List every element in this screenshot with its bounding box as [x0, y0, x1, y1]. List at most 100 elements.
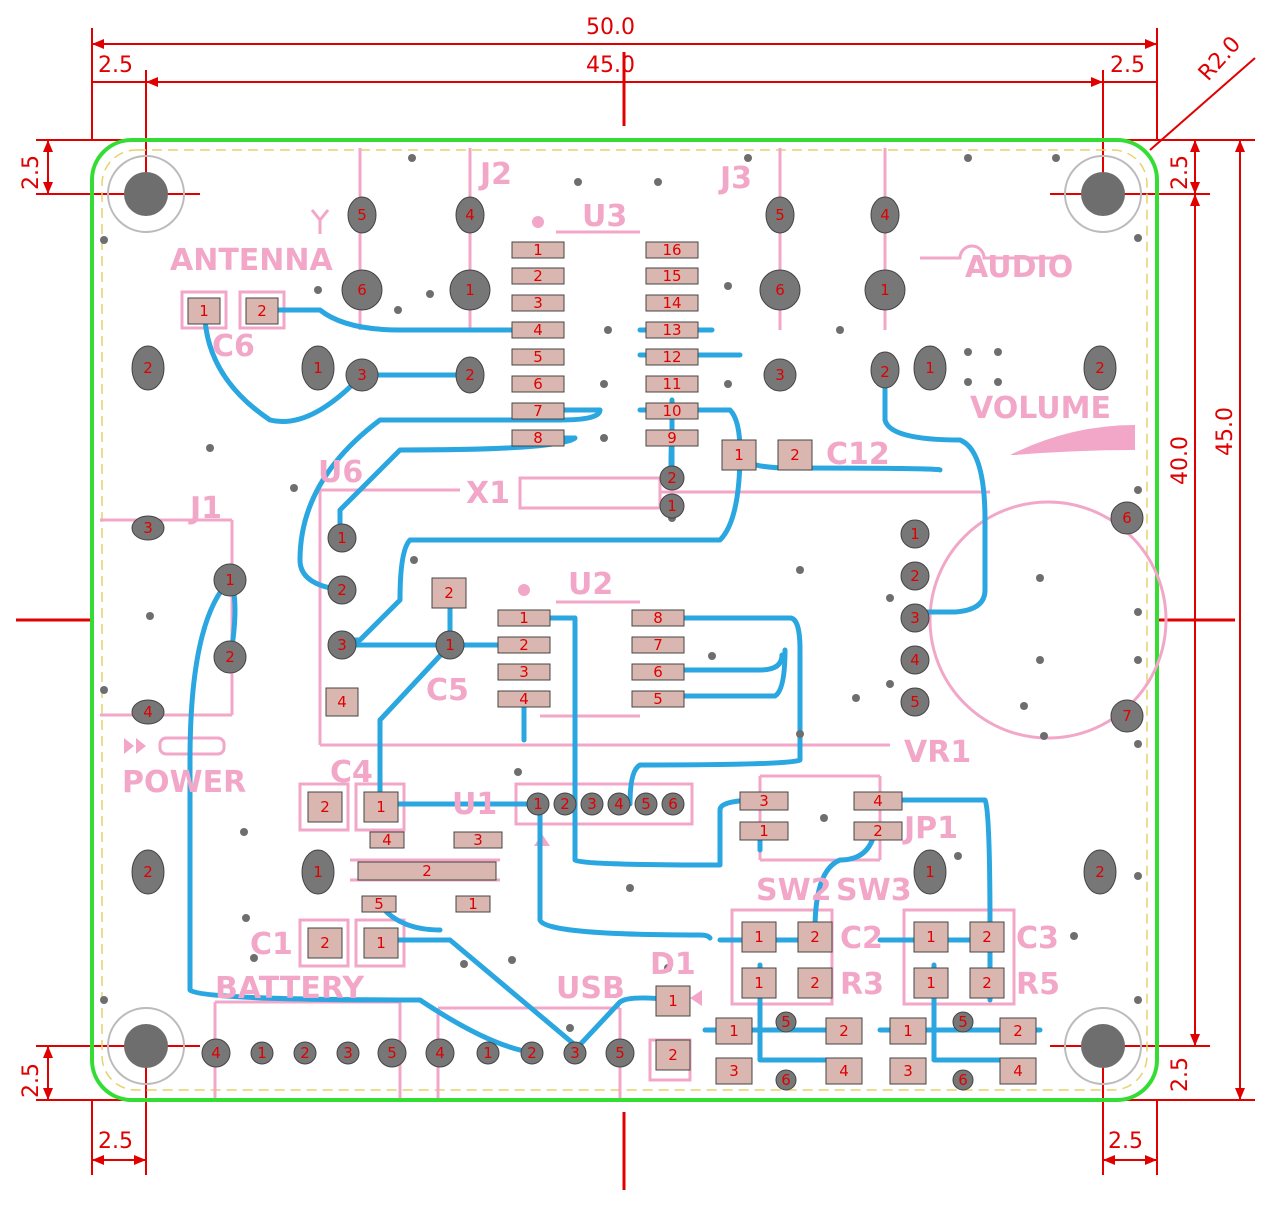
refdes-j1: J1: [188, 491, 222, 526]
vias: [100, 154, 1142, 1032]
u2-pin-5: 5: [653, 690, 663, 708]
sw3-pad-1: 1: [903, 1022, 913, 1040]
j2-pin-4: 4: [465, 206, 475, 224]
mounting-holes: [107, 155, 1142, 1085]
jp1-pin-1: 1: [759, 822, 769, 840]
j1-pin-2: 2: [225, 648, 235, 666]
label-battery: BATTERY: [215, 971, 365, 1006]
battery-pin-4: 4: [211, 1044, 221, 1062]
dim-inner-height: 40.0: [1168, 436, 1193, 485]
c6-pin-1: 1: [199, 302, 209, 320]
sw2-pad-4: 4: [839, 1062, 849, 1080]
p1-pin-2: 2: [560, 795, 570, 813]
sw2-pad-6: 6: [781, 1071, 791, 1089]
u2-pin-6: 6: [653, 663, 663, 681]
vr1-pin-7: 7: [1122, 707, 1132, 725]
d1-cathode-triangle: [690, 990, 702, 1006]
dim-corner-radius: R2.0: [1194, 32, 1246, 86]
refdes-sw3: SW3: [836, 873, 912, 908]
u6-pin-2: 2: [337, 581, 347, 599]
dim-bottom-left-x: 2.5: [98, 1129, 133, 1154]
r3-pin-1: 1: [754, 974, 764, 992]
dimension-lines: [16, 28, 1256, 1190]
u1-pin-2: 2: [422, 862, 432, 880]
j2-pin-5: 5: [357, 206, 367, 224]
board-outline: [90, 138, 1159, 1102]
u3-pin-1: 1: [533, 241, 543, 259]
vr1-pin-2: 2: [910, 567, 920, 585]
sw-right-bottom-pin-2: 2: [1095, 863, 1105, 881]
refdes-c3: C3: [1016, 921, 1059, 956]
dim-overall-height: 45.0: [1213, 407, 1238, 456]
r5-pin-1: 1: [926, 974, 936, 992]
c1-pin-1: 1: [376, 934, 386, 952]
u3-pin-11: 11: [662, 375, 681, 393]
usb-pin-2: 2: [527, 1044, 537, 1062]
p1-pin-6: 6: [668, 795, 678, 813]
c4-pin-2: 2: [320, 798, 330, 816]
u2-pin-3: 3: [519, 663, 529, 681]
sw2-pad-5: 5: [781, 1013, 791, 1031]
sw-left-top-pin-1: 1: [313, 359, 323, 377]
sw3-pad-2: 2: [1013, 1022, 1023, 1040]
dim-top-left-y: 2.5: [19, 155, 44, 190]
j1-pin-3: 3: [143, 519, 153, 537]
u2-pin-2: 2: [519, 636, 529, 654]
usb-pin-5: 5: [615, 1044, 625, 1062]
refdes-u3: U3: [582, 199, 627, 234]
label-power: POWER: [122, 765, 246, 800]
sw2-pad-2: 2: [839, 1022, 849, 1040]
u2-pin-7: 7: [653, 636, 663, 654]
u1-pin-1: 1: [468, 895, 478, 913]
j3-pin-4: 4: [880, 206, 890, 224]
u3-pin-12: 12: [662, 348, 681, 366]
battery-pin-2: 2: [300, 1044, 310, 1062]
refdes-sw2: SW2: [756, 873, 832, 908]
label-volume: VOLUME: [970, 391, 1111, 426]
sw3-pad-5: 5: [958, 1013, 968, 1031]
sw2-pad-1: 1: [729, 1022, 739, 1040]
p1-pin-1: 1: [533, 795, 543, 813]
p1-pin-3: 3: [587, 795, 597, 813]
u6-pin-1: 1: [337, 529, 347, 547]
sw-left-bottom-pin-2: 2: [143, 863, 153, 881]
j2-pin-2: 2: [465, 366, 475, 384]
u1-pin-5: 5: [374, 895, 384, 913]
d1-pin-2: 2: [668, 1046, 678, 1064]
sw-right-top-pin-2: 2: [1095, 359, 1105, 377]
usb-pin-4: 4: [435, 1044, 445, 1062]
u3-pin-16: 16: [662, 241, 681, 259]
u1-pin-3: 3: [473, 831, 483, 849]
u3-pin-5: 5: [533, 348, 543, 366]
u3-pin-14: 14: [662, 294, 681, 312]
battery-pin-1: 1: [257, 1044, 267, 1062]
refdes-d1: D1: [650, 947, 696, 982]
refdes-jp1: JP1: [902, 811, 958, 846]
dim-bottom-right-x: 2.5: [1108, 1129, 1143, 1154]
dim-top-left-x: 2.5: [98, 53, 133, 78]
sw2-pad-3: 3: [729, 1062, 739, 1080]
refdes-j2: J2: [478, 157, 512, 192]
c12-pin-1: 1: [734, 446, 744, 464]
x1-pin-2: 2: [667, 469, 677, 487]
u2-pin-8: 8: [653, 609, 663, 627]
u3-pin-8: 8: [533, 429, 543, 447]
sw3-pad-3: 3: [903, 1062, 913, 1080]
c5-pin-2: 2: [444, 584, 454, 602]
vr1-pin-1: 1: [910, 525, 920, 543]
silkscreen-outlines: [100, 148, 1168, 1098]
u3-pin-10: 10: [662, 402, 681, 420]
usb-pin-3: 3: [570, 1044, 580, 1062]
j3-pin-3: 3: [775, 366, 785, 384]
u2-pin1-dot: [518, 584, 530, 596]
refdes-j3: J3: [718, 161, 752, 196]
smd-pads: [187, 241, 1037, 1085]
pin-numbers: 1 2 3 4 5 6 7 8 16 15 14 13 12 11 10 9 1…: [143, 206, 1132, 1089]
u3-pin-9: 9: [667, 429, 677, 447]
sw3-pad-4: 4: [1013, 1062, 1023, 1080]
j2-pin-1: 1: [465, 281, 475, 299]
u2-pin-4: 4: [519, 690, 529, 708]
c6-pin-2: 2: [257, 302, 267, 320]
u3-pin-4: 4: [533, 321, 543, 339]
